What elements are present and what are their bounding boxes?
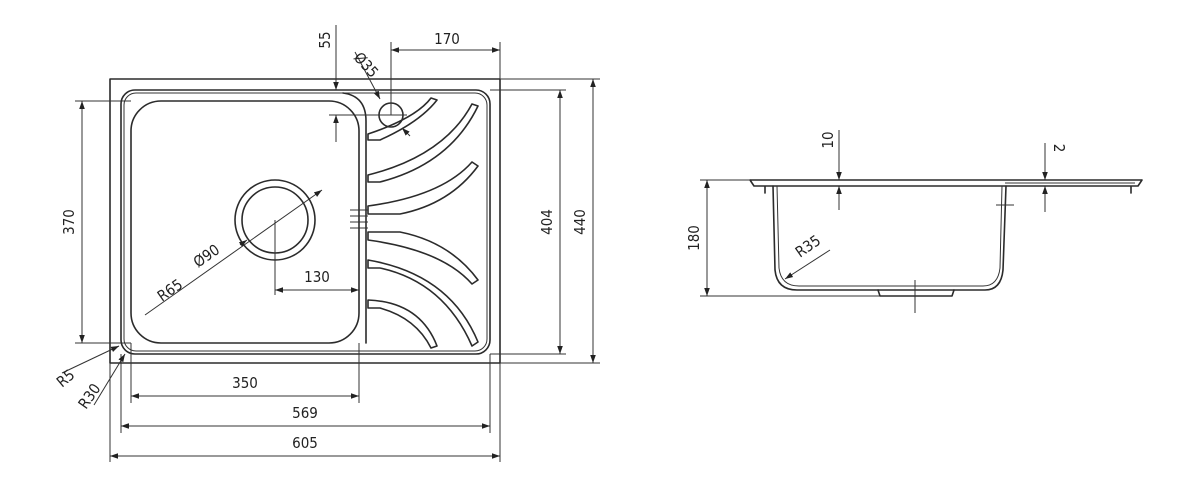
- dimension-180: 180: [685, 179, 880, 297]
- dimension-r35: R35: [784, 231, 831, 280]
- dimension-130-label: 130: [304, 268, 330, 286]
- side-view: 180 10 2 R35: [685, 130, 1143, 313]
- dimension-605-label: 605: [292, 434, 318, 452]
- sink-inner-surface-edge: [123, 92, 488, 352]
- sink-inner-surface: [120, 89, 491, 355]
- dimension-r65-label: R65: [154, 275, 186, 305]
- dimension-corner-radius: R5 R30: [53, 345, 126, 412]
- dimension-90-label: Ø90: [190, 241, 223, 272]
- dimension-10-label: 10: [819, 131, 837, 148]
- dimension-180-label: 180: [685, 225, 703, 251]
- top-view: 605 569 350 130 170: [53, 25, 600, 462]
- bowl-side-wall: [342, 92, 367, 344]
- dimension-605: 605: [109, 363, 501, 462]
- dimension-370-label: 370: [60, 209, 78, 235]
- dimension-55: 55: [316, 25, 404, 142]
- dimension-370: 370: [60, 100, 131, 344]
- drain-outlet-icon: [877, 289, 955, 297]
- dimension-350-label: 350: [232, 374, 258, 392]
- dimension-350: 350: [130, 343, 360, 403]
- dimension-r30-label: R30: [75, 380, 105, 412]
- bowl-profile: [772, 185, 1007, 291]
- bowl-outline: [130, 100, 360, 344]
- dimension-r5-label: R5: [53, 366, 78, 391]
- dimension-35-label: Ø35: [350, 49, 382, 82]
- dimension-404: 404: [490, 89, 566, 355]
- dimension-440: 440: [500, 78, 600, 364]
- drainboard-ribs: [350, 97, 479, 349]
- dimension-55-label: 55: [316, 31, 334, 48]
- dimension-130: 130: [274, 220, 359, 295]
- dimension-drain-diameter: Ø90 R65: [144, 189, 323, 316]
- sink-flange: [749, 179, 1143, 194]
- bowl-inner-wall: [776, 185, 1003, 287]
- dimension-440-label: 440: [571, 209, 589, 235]
- dimension-2-label: 2: [1050, 144, 1068, 153]
- dimension-2: 2: [1042, 143, 1068, 212]
- dimension-10: 10: [819, 130, 842, 210]
- dimension-404-label: 404: [538, 209, 556, 235]
- dimension-569-label: 569: [292, 404, 318, 422]
- sink-outer-rim: [109, 78, 501, 364]
- dimension-569: 569: [120, 354, 491, 433]
- dimension-170: 170: [390, 30, 501, 115]
- dimension-170-label: 170: [434, 30, 460, 48]
